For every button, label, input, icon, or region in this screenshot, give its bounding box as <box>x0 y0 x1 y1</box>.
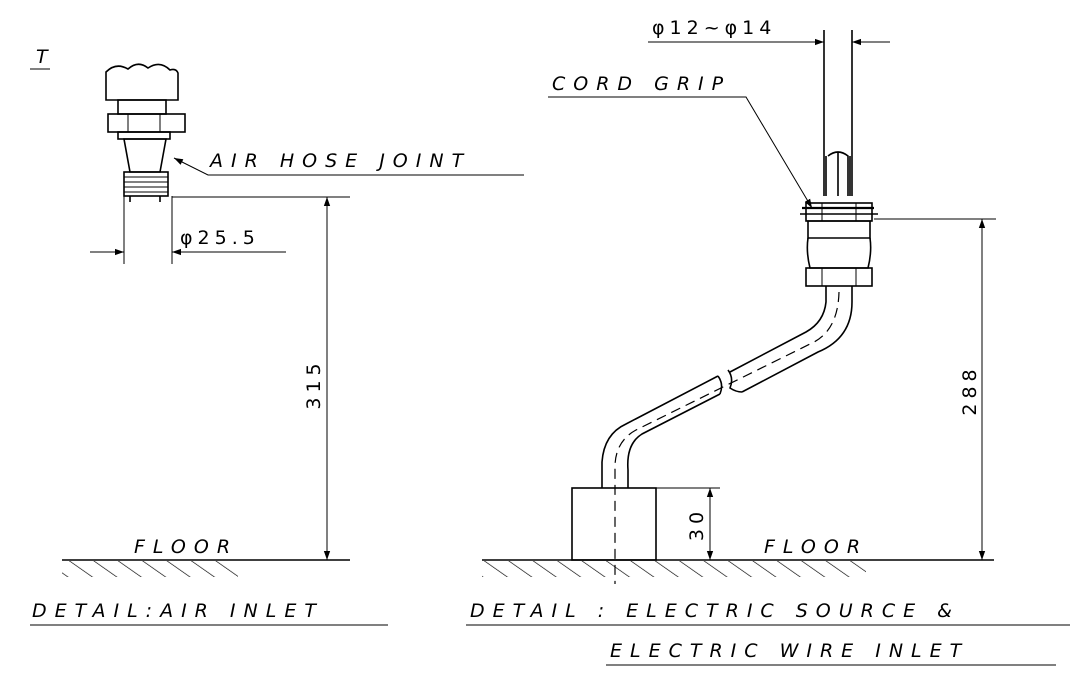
base-block <box>571 487 657 561</box>
base-block-height-dimension: 30 <box>656 487 720 560</box>
cord-grip-height-value: 288 <box>959 364 981 415</box>
cable-diameter-value: φ12~φ14 <box>652 17 776 39</box>
cord-grip-assembly <box>800 202 878 287</box>
bent-conduit <box>601 286 853 584</box>
air-inlet-detail: T AIR HOSE JOINT <box>30 46 524 626</box>
air-inlet-height-value: 315 <box>303 358 325 409</box>
base-block-height-value: 30 <box>686 507 708 541</box>
air-hose-joint-label: AIR HOSE JOINT <box>208 150 471 172</box>
air-hose-joint-fitting <box>105 63 186 202</box>
floor-left-label: FLOOR <box>134 536 238 558</box>
edge-fragment-label: T <box>36 46 56 68</box>
air-hose-joint-leader <box>173 157 524 176</box>
electric-caption-line1: DETAIL : ELECTRIC SOURCE & <box>470 600 960 622</box>
floor-right-label: FLOOR <box>764 536 868 558</box>
electric-inlet-detail: φ12~φ14 CORD GRIP <box>466 17 1070 666</box>
cord-grip-label: CORD GRIP <box>552 73 731 95</box>
air-inlet-height-dimension: 315 <box>172 196 350 560</box>
floor-right: FLOOR <box>482 536 994 577</box>
hose-joint-diameter-dimension: φ25.5 <box>90 196 286 264</box>
hose-joint-diameter-value: φ25.5 <box>180 227 260 249</box>
cord-grip-height-dimension: 288 <box>874 218 996 560</box>
floor-left: FLOOR <box>62 536 350 577</box>
cable-diameter-dimension: φ12~φ14 <box>648 17 890 46</box>
cord-grip-leader <box>548 96 813 209</box>
air-inlet-caption: DETAIL:AIR INLET <box>32 600 324 622</box>
electric-caption-line2: ELECTRIC WIRE INLET <box>610 640 969 662</box>
electric-cable-upper <box>823 30 853 196</box>
